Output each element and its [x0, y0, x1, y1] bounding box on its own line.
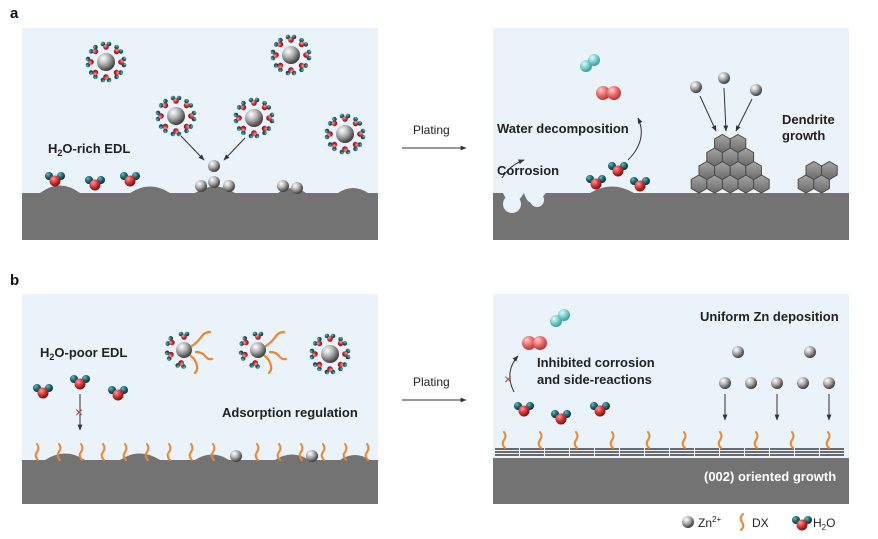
legend-zn-label: Zn2+: [698, 515, 721, 530]
h2o-rich-edl-label: H2O-rich EDL: [48, 141, 130, 158]
water-decomposition-label: Water decomposition: [497, 121, 629, 136]
dendrite-label-line2: growth: [782, 128, 825, 143]
inhibited-label-line1: Inhibited corrosion: [537, 355, 655, 370]
corrosion-label: Corrosion: [497, 163, 559, 178]
oriented-growth-label: (002) oriented growth: [704, 469, 836, 484]
panel-b-left: × H2O-poor EDL Adsorption regulation: [22, 294, 378, 504]
panel-a-right: Water decomposition Corrosion Dendrite g…: [493, 28, 849, 240]
arrow-to-surface-right: [223, 137, 246, 161]
legend-dx-label: DX: [752, 516, 769, 530]
adsorption-regulation-label: Adsorption regulation: [222, 405, 358, 420]
panel-b-right: × Uniform Zn deposition Inhibited corros…: [493, 294, 849, 504]
zinc-substrate: [22, 185, 378, 240]
plating-label-b: Plating: [413, 375, 450, 389]
inhibited-label-line2: and side-reactions: [537, 372, 652, 387]
legend-zn-icon: [682, 516, 694, 528]
legend: Zn2+ DX H2O: [682, 513, 835, 532]
panel-a-letter: a: [10, 5, 19, 22]
dendrite-label-line1: Dendrite: [782, 112, 835, 127]
panel-b-letter: b: [10, 272, 19, 289]
panel-a-left: H2O-rich EDL: [22, 28, 378, 240]
h2o-poor-edl-label: H2O-poor EDL: [40, 345, 127, 362]
uniform-deposition-label: Uniform Zn deposition: [700, 309, 839, 324]
arrow-to-surface-left: [180, 135, 205, 161]
legend-h2o-label: H2O: [813, 516, 835, 532]
plating-label-a: Plating: [413, 123, 450, 137]
svg-text:×: ×: [75, 404, 83, 420]
legend-dx-icon: [739, 513, 745, 531]
corroded-substrate: [493, 186, 849, 240]
legend-h2o-icon: [792, 516, 812, 531]
svg-text:×: ×: [504, 371, 512, 387]
